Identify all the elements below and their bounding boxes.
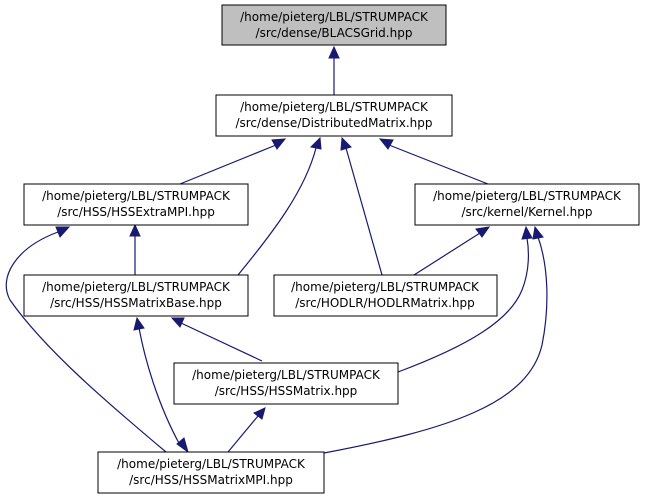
node-hssmatrixmpi-line1: /home/pieterg/LBL/STRUMPACK xyxy=(117,457,306,471)
node-hssextrampi[interactable]: /home/pieterg/LBL/STRUMPACK /src/HSS/HSS… xyxy=(23,183,249,226)
node-kernel-line2: /src/kernel/Kernel.hpp xyxy=(462,205,593,219)
node-hssmatrixmpi[interactable]: /home/pieterg/LBL/STRUMPACK /src/HSS/HSS… xyxy=(97,451,325,494)
edge-arrowhead xyxy=(328,45,340,59)
edge-hssmatrixbase-to-distributedmatrix xyxy=(237,147,317,276)
edge-hodlrmatrix-to-distributedmatrix xyxy=(345,147,383,276)
edge-hssmatrix-to-hssmatrixbase xyxy=(180,322,263,362)
node-distributedmatrix-line2: /src/dense/DistributedMatrix.hpp xyxy=(235,116,432,130)
edge-hssextrampi-to-distributedmatrix xyxy=(179,144,277,185)
node-blacsgrid-line2: /src/dense/BLACSGrid.hpp xyxy=(256,26,413,40)
edge-arrowhead xyxy=(170,317,185,328)
edge-hssmatrixmpi-to-hssmatrixbase xyxy=(138,327,181,446)
edge-arrowhead xyxy=(133,316,145,331)
node-kernel[interactable]: /home/pieterg/LBL/STRUMPACK /src/kernel/… xyxy=(414,183,640,226)
node-hssmatrixmpi-line2: /src/HSS/HSSMatrixMPI.hpp xyxy=(129,473,293,487)
edge-hodlrmatrix-to-kernel xyxy=(413,232,481,276)
node-hssmatrixbase-line2: /src/HSS/HSSMatrixBase.hpp xyxy=(50,296,222,310)
edge-arrowhead xyxy=(309,136,322,150)
edge-arrowhead xyxy=(378,138,394,150)
node-kernel-line1: /home/pieterg/LBL/STRUMPACK xyxy=(433,189,622,203)
edge-arrowhead xyxy=(532,225,544,240)
edge-arrowhead xyxy=(55,226,71,238)
node-blacsgrid-line1: /home/pieterg/LBL/STRUMPACK xyxy=(240,10,429,24)
edge-hssmatrixmpi-to-hssextrampi xyxy=(5,231,167,453)
node-hssmatrix-line1: /home/pieterg/LBL/STRUMPACK xyxy=(192,368,381,382)
node-hssmatrixbase-line1: /home/pieterg/LBL/STRUMPACK xyxy=(42,280,231,294)
edge-kernel-to-distributedmatrix xyxy=(388,144,489,185)
node-hodlrmatrix[interactable]: /home/pieterg/LBL/STRUMPACK /src/HODLR/H… xyxy=(273,274,498,317)
nodes-layer: /home/pieterg/LBL/STRUMPACK /src/dense/B… xyxy=(23,4,640,494)
node-hssmatrix[interactable]: /home/pieterg/LBL/STRUMPACK /src/HSS/HSS… xyxy=(173,362,399,405)
node-blacsgrid[interactable]: /home/pieterg/LBL/STRUMPACK /src/dense/B… xyxy=(221,4,447,46)
edge-arrowhead xyxy=(340,136,352,151)
node-hssmatrix-line2: /src/HSS/HSSMatrix.hpp xyxy=(215,384,358,398)
edge-arrowhead xyxy=(129,223,141,237)
edge-arrowhead xyxy=(521,225,533,240)
edge-arrowhead xyxy=(475,226,491,238)
edge-hssmatrixmpi-to-kernel xyxy=(323,236,548,454)
node-hodlrmatrix-line2: /src/HODLR/HODLRMatrix.hpp xyxy=(295,296,475,310)
node-distributedmatrix-line1: /home/pieterg/LBL/STRUMPACK xyxy=(240,100,429,114)
edge-arrowhead xyxy=(271,138,287,150)
node-hodlrmatrix-line1: /home/pieterg/LBL/STRUMPACK xyxy=(291,280,480,294)
edge-arrowhead xyxy=(176,437,189,454)
node-hssextrampi-line1: /home/pieterg/LBL/STRUMPACK xyxy=(42,189,231,203)
node-distributedmatrix[interactable]: /home/pieterg/LBL/STRUMPACK /src/dense/D… xyxy=(215,94,453,137)
edge-hssmatrixmpi-to-hssmatrix xyxy=(227,415,259,453)
node-hssextrampi-line2: /src/HSS/HSSExtraMPI.hpp xyxy=(57,205,215,219)
node-hssmatrixbase[interactable]: /home/pieterg/LBL/STRUMPACK /src/HSS/HSS… xyxy=(23,274,249,317)
edge-hssmatrix-to-kernel xyxy=(397,237,530,373)
edges-layer xyxy=(5,45,548,454)
edge-arrowhead xyxy=(253,407,266,420)
